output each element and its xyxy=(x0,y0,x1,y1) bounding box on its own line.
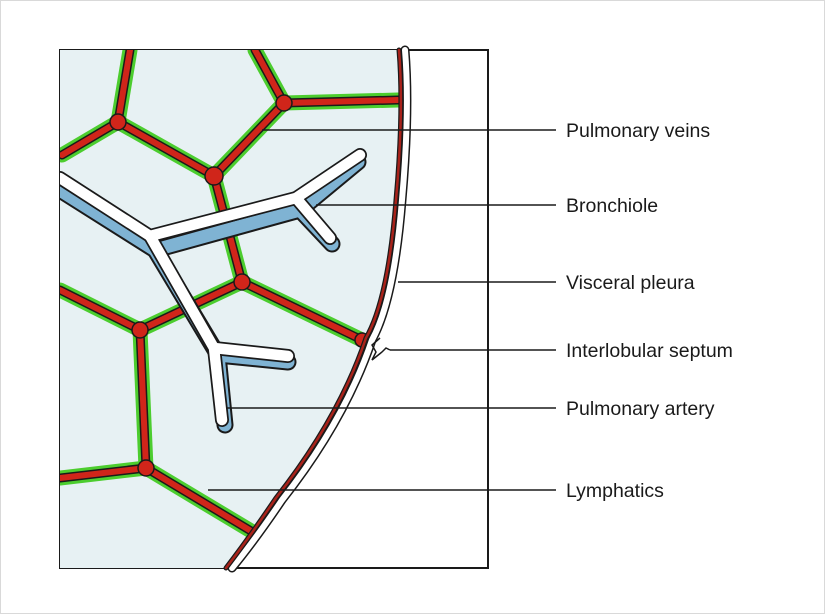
label-interlobular-septum: Interlobular septum xyxy=(566,340,733,362)
label-lymphatics: Lymphatics xyxy=(566,480,664,502)
label-bronchiole: Bronchiole xyxy=(566,195,658,217)
label-pulmonary-artery: Pulmonary artery xyxy=(566,398,715,420)
label-pulmonary-veins: Pulmonary veins xyxy=(566,120,710,142)
label-visceral-pleura: Visceral pleura xyxy=(566,272,695,294)
